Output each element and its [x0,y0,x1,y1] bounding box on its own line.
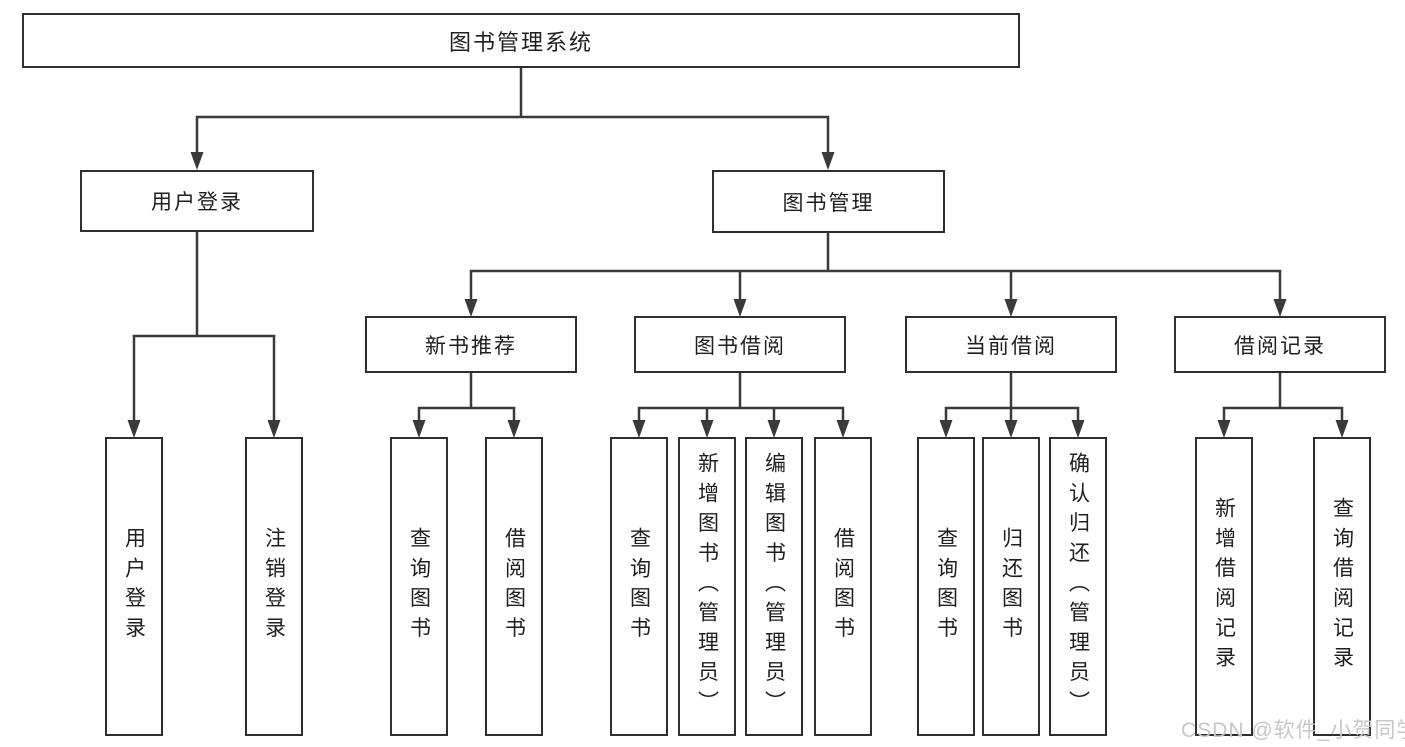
node-user-login: 用户登录 [80,170,314,232]
arrowhead [700,420,714,438]
node-book-borrow: 图书借阅 [634,316,846,373]
arrowhead [1004,420,1018,438]
leaf-user-login: 用户登录 [105,437,163,736]
arrowhead [767,420,781,438]
node-library-management-system: 图书管理系统 [22,13,1020,68]
leaf-query-books-recommend: 查询图书 [390,437,448,736]
arrowhead [464,299,478,317]
leaf-confirm-return-admin: 确认归还（管理员） [1049,437,1107,736]
leaf-query-borrow-record: 查询借阅记录 [1313,437,1371,736]
arrowhead [821,152,835,170]
connector-book-management-children [464,233,1287,317]
leaf-borrow-books: 借阅图书 [814,437,872,736]
arrowhead [412,420,426,438]
arrowhead [939,420,953,438]
leaf-return-book: 归还图书 [982,437,1040,736]
node-current-borrow: 当前借阅 [905,316,1117,373]
connector-current-borrow-children [939,373,1085,438]
leaf-add-borrow-record: 新增借阅记录 [1195,437,1253,736]
arrowhead [632,420,646,438]
leaf-borrow-books-recommend: 借阅图书 [485,437,543,736]
arrowhead [836,420,850,438]
arrowhead [267,420,281,438]
leaf-query-books-current: 查询图书 [917,437,975,736]
arrowhead [1004,299,1018,317]
node-new-book-recommend: 新书推荐 [365,316,577,373]
connector-borrow-records-children [1217,373,1349,438]
arrowhead [127,420,141,438]
leaf-add-book-admin: 新增图书（管理员） [678,437,736,736]
leaf-logout: 注销登录 [245,437,303,736]
node-borrow-records: 借阅记录 [1174,316,1386,373]
watermark-text: CSDN @软件_小贺同学 [1181,719,1405,742]
connector-root-to-level2 [190,68,835,170]
arrowhead [507,420,521,438]
arrowhead [1071,420,1085,438]
arrowhead [190,152,204,170]
connector-book-borrow-children [632,373,850,438]
connector-user-login-children [127,232,281,438]
arrowhead [1217,420,1231,438]
arrowhead [1273,299,1287,317]
arrowhead [733,299,747,317]
leaf-query-books-borrow: 查询图书 [610,437,668,736]
node-book-management: 图书管理 [712,170,945,233]
leaf-edit-book-admin: 编辑图书（管理员） [745,437,803,736]
connector-new-book-recommend-children [412,373,521,438]
arrowhead [1335,420,1349,438]
